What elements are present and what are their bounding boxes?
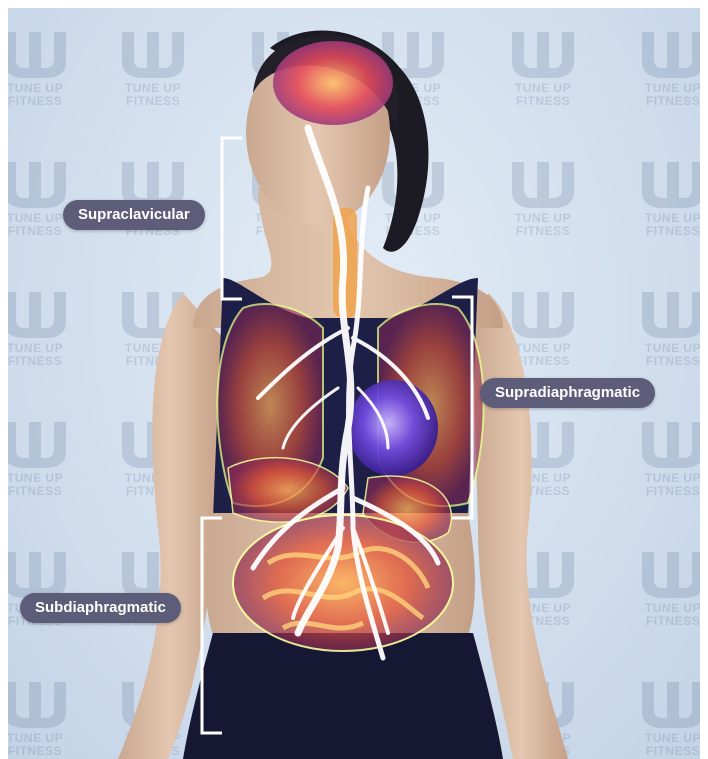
heart bbox=[348, 380, 438, 476]
bracket-supradiaphragmatic bbox=[448, 295, 478, 521]
label-supraclavicular: Supraclavicular bbox=[63, 200, 205, 230]
bracket-subdiaphragmatic bbox=[198, 516, 228, 736]
bracket-supraclavicular bbox=[218, 136, 248, 302]
label-subdiaphragmatic: Subdiaphragmatic bbox=[20, 593, 181, 623]
label-supradiaphragmatic: Supradiaphragmatic bbox=[480, 378, 655, 408]
brain bbox=[273, 41, 393, 125]
